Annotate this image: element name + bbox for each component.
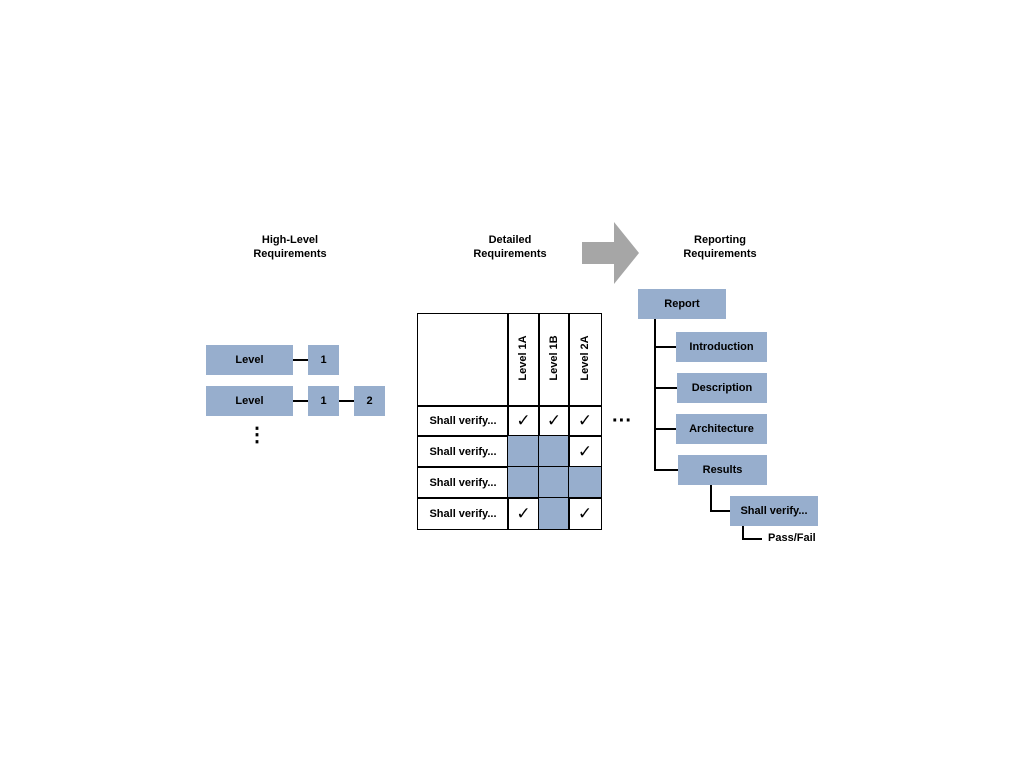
matrix-cell-filled [538,435,570,468]
matrix-row-label: Shall verify... [417,435,509,468]
heading-high-level-line2: Requirements [253,248,327,260]
matrix-col-header: Level 2A [568,313,602,407]
matrix-cell-filled [538,497,570,530]
matrix-row-label: Shall verify... [417,497,509,530]
matrix-cell-filled [507,435,540,468]
heading-high-level: High-Level Requirements [240,233,340,261]
tree-branch [710,510,730,512]
matrix-col-header: Level 1A [507,313,540,407]
matrix-cell-filled [538,466,570,499]
high-level-row2-level: Level [206,386,293,416]
matrix-cell-filled [507,466,540,499]
matrix-cell-check: ✓ [568,435,602,468]
heading-detailed-line1: Detailed [488,234,532,246]
heading-reporting-line2: Requirements [683,248,757,260]
heading-reporting-line1: Reporting [694,234,746,246]
report-results-child: Shall verify... [730,496,818,526]
matrix-col-label: Level 1A [517,335,529,381]
matrix-col-label: Level 2A [579,335,591,381]
report-section-results: Results [678,455,767,485]
heading-high-level-line1: High-Level [261,234,319,246]
high-level-row1-level: Level [206,345,293,375]
matrix-cell-check: ✓ [538,405,570,437]
matrix-row-label: Shall verify... [417,405,509,437]
report-root: Report [638,289,726,319]
report-section-architecture: Architecture [676,414,767,444]
high-level-row2-num2: 2 [354,386,385,416]
tree-branch [654,387,677,389]
high-level-row1-num1: 1 [308,345,339,375]
matrix-col-header: Level 1B [538,313,570,407]
heading-detailed: Detailed Requirements [460,233,560,261]
report-section-description: Description [677,373,767,403]
connector [339,400,354,402]
flow-arrow-icon [582,222,639,284]
tree-branch [654,469,678,471]
tree-branch [654,346,676,348]
tree-trunk [654,319,656,471]
report-section-introduction: Introduction [676,332,767,362]
high-level-ellipsis: ⋮ [247,424,267,446]
matrix-corner [417,313,509,407]
heading-reporting: Reporting Requirements [670,233,770,261]
matrix-cell-check: ✓ [507,497,540,530]
tree-trunk [710,485,712,512]
matrix-cell-check: ✓ [568,497,602,530]
heading-detailed-line2: Requirements [473,248,547,260]
connector [293,400,308,402]
matrix-col-label: Level 1B [548,335,560,381]
matrix-row-label: Shall verify... [417,466,509,499]
tree-branch [654,428,676,430]
requirements-matrix: Level 1A Level 1B Level 2A Shall verify.… [417,313,602,530]
connector [293,359,308,361]
tree-branch [742,538,762,540]
matrix-cell-check: ✓ [568,405,602,437]
high-level-row2-num1: 1 [308,386,339,416]
matrix-cell-filled [568,466,602,499]
tree-trunk [742,526,744,540]
report-pass-fail: Pass/Fail [768,532,816,544]
matrix-cell-check: ✓ [507,405,540,437]
matrix-more-ellipsis: ··· [612,410,632,432]
